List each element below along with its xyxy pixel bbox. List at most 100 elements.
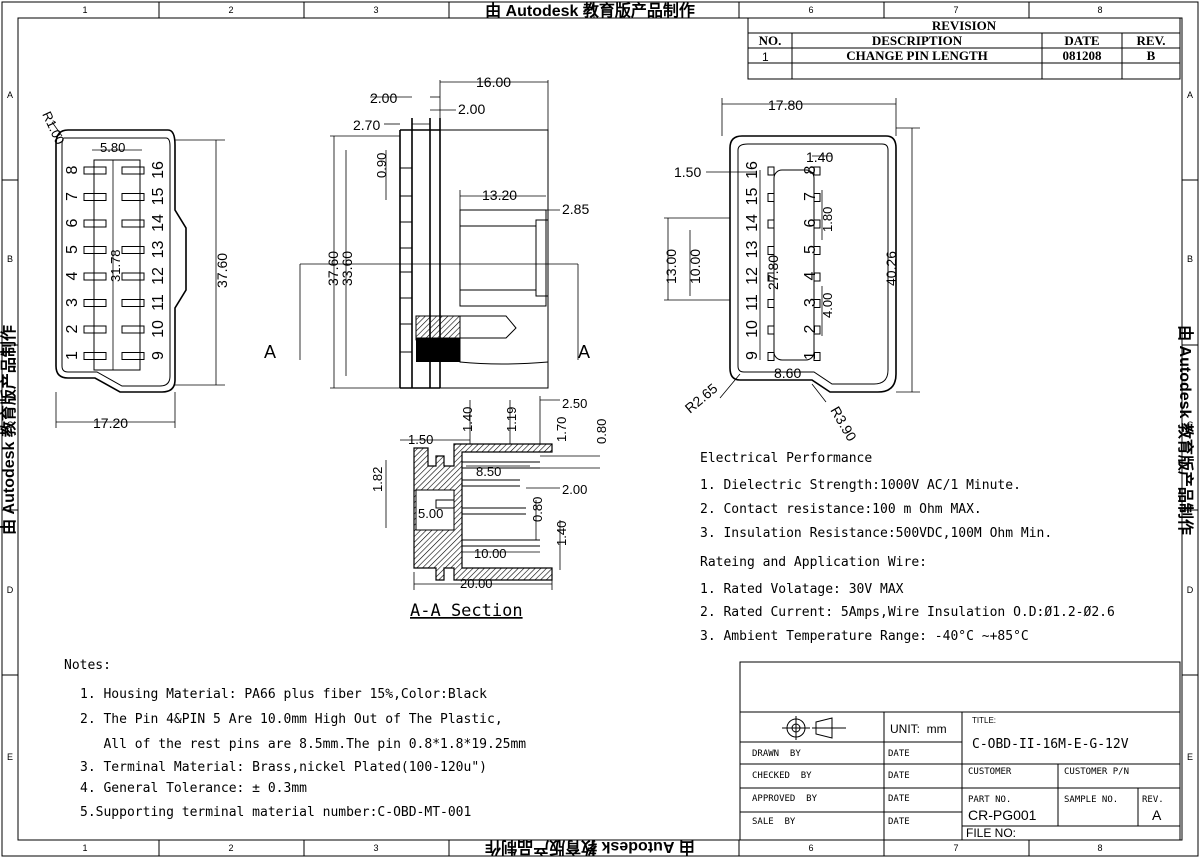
dim-side-c: 2.70 [353,117,380,133]
sale-by-label: SALE BY [752,817,796,827]
dim-pin-pitch: 5.80 [100,140,125,155]
dim-back-f: 27.80 [765,255,781,290]
pin [813,272,821,282]
dim-back-g: 4.00 [820,293,835,318]
pin-number: 15 [744,188,761,206]
section-body [413,443,553,581]
pin-number: 6 [802,218,819,227]
pin [83,272,107,281]
pin-number: 16 [150,161,167,179]
dim-side-depth: 16.00 [476,74,511,90]
pin [767,166,775,176]
pin-number: 6 [64,218,81,227]
row-label: C [7,420,14,430]
revision-date: 081208 [1063,48,1103,63]
dim-sec-1-50: 1.50 [408,432,433,447]
front-housing-outline [55,129,187,393]
drawn-by-label: DRAWN BY [752,749,801,759]
back-housing-outline [729,135,897,393]
col-label: 7 [953,5,958,15]
dim-sec-0-80a: 0.80 [594,419,609,444]
side-pin-stubs [400,167,412,353]
row-label: B [1187,254,1193,264]
pin [813,299,821,308]
revision-table: REVISION NO. DESCRIPTION DATE REV. CHANG… [747,17,1181,80]
pin-number: 3 [802,298,819,307]
pin-number: 13 [744,241,761,259]
dim-front-height: 37.60 [214,253,230,288]
row-label: A [1187,90,1193,100]
revision-col-date: DATE [1064,33,1099,48]
pin-number: 1 [64,351,81,360]
dim-sec-1-40: 1.40 [460,407,475,432]
dim-back-b: 1.50 [674,164,701,180]
pin-number: 16 [744,161,761,179]
watermark-left: 由 Autodesk 教育版产品制作 [0,325,18,535]
date-label: DATE [888,749,910,759]
pin-number: 8 [64,165,81,174]
pin [767,272,775,282]
pin [813,219,821,229]
pin-number: 12 [150,267,167,285]
note-item: 2. The Pin 4&PIN 5 Are 10.0mm High Out o… [80,712,503,727]
pin [83,166,107,175]
pin-number: 10 [150,320,167,338]
col-label: 8 [1097,843,1102,853]
pin-number: 12 [744,267,761,285]
pin [767,325,775,335]
pin [767,219,775,229]
watermark-right: 由 Autodesk 教育版产品制作 [1176,325,1195,535]
front-housing-inner [61,137,171,387]
pin [121,352,145,360]
dim-back-e: 10.00 [687,249,703,284]
dim-r1: R1.00 [39,109,67,147]
pin-number: 2 [64,324,81,333]
pin-number: 7 [64,192,81,201]
pin [83,299,107,307]
row-label: E [1187,752,1193,762]
dim-back-a: 1.40 [806,149,833,165]
col-label: 8 [1097,5,1102,15]
sample-no-label: SAMPLE NO. [1064,795,1118,805]
pin-number: 5 [64,245,81,254]
pin-number: 9 [150,351,167,360]
pin-number: 14 [150,214,167,232]
front-pins [83,166,145,360]
dim-side-b: 2.00 [458,101,485,117]
col-label: 2 [228,5,233,15]
dim-sec-1-40b: 1.40 [554,521,569,546]
dim-back-c: 1.80 [820,207,835,232]
revision-heading: REVISION [932,18,997,33]
section-terminals [462,461,540,547]
electrical-item: 2. Contact resistance:100 m Ohm MAX. [700,502,982,517]
pin [813,193,821,202]
front-pin-cavity [93,159,141,371]
dim-sec-2-50: 2.50 [562,396,587,411]
electrical-performance: Electrical Performance 1. Dielectric Str… [700,451,1052,541]
revision-col-rev: REV. [1136,33,1165,48]
revision-col-no: NO. [759,33,782,48]
pin-number: 9 [744,351,761,360]
pin-number: 8 [802,165,819,174]
dim-sec-8-50: 8.50 [476,464,501,479]
revision-rev: B [1147,48,1156,63]
pin [767,246,775,255]
pin-number: 13 [150,241,167,259]
pin [121,246,145,254]
section-mark-right: A [578,342,590,362]
pin-number: 7 [802,192,819,201]
dim-back-d: 13.00 [663,249,679,284]
pin [121,219,145,228]
pin-number: 14 [744,214,761,232]
notes-heading: Notes: [64,658,111,673]
pin-number: 15 [150,188,167,206]
drawing-title: C-OBD-II-16M-E-G-12V [972,737,1129,752]
pin-number: 4 [802,271,819,280]
pin-number: 3 [64,298,81,307]
side-view: A A 16.00 2.00 2.00 2.70 0.90 13.20 2.85… [264,74,590,389]
pin [813,166,821,176]
pin [83,193,107,201]
approved-by-label: APPROVED BY [752,794,818,804]
pin [83,219,107,228]
